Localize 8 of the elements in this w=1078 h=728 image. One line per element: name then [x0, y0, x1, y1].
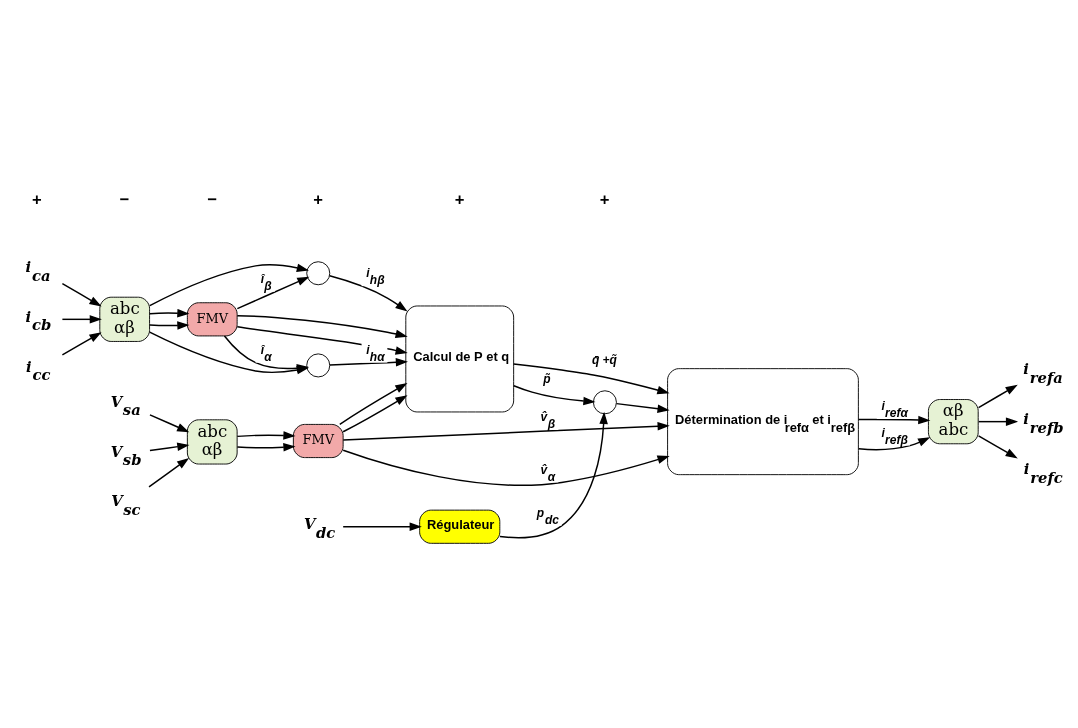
edge-label: q̄ +q̃: [592, 352, 617, 367]
label: +: [32, 189, 42, 209]
label: +: [454, 189, 465, 209]
edge-label: p̃: [543, 371, 551, 386]
label: +: [313, 189, 323, 209]
label: −: [207, 189, 217, 209]
label: +: [599, 189, 610, 209]
label: −: [119, 189, 130, 209]
